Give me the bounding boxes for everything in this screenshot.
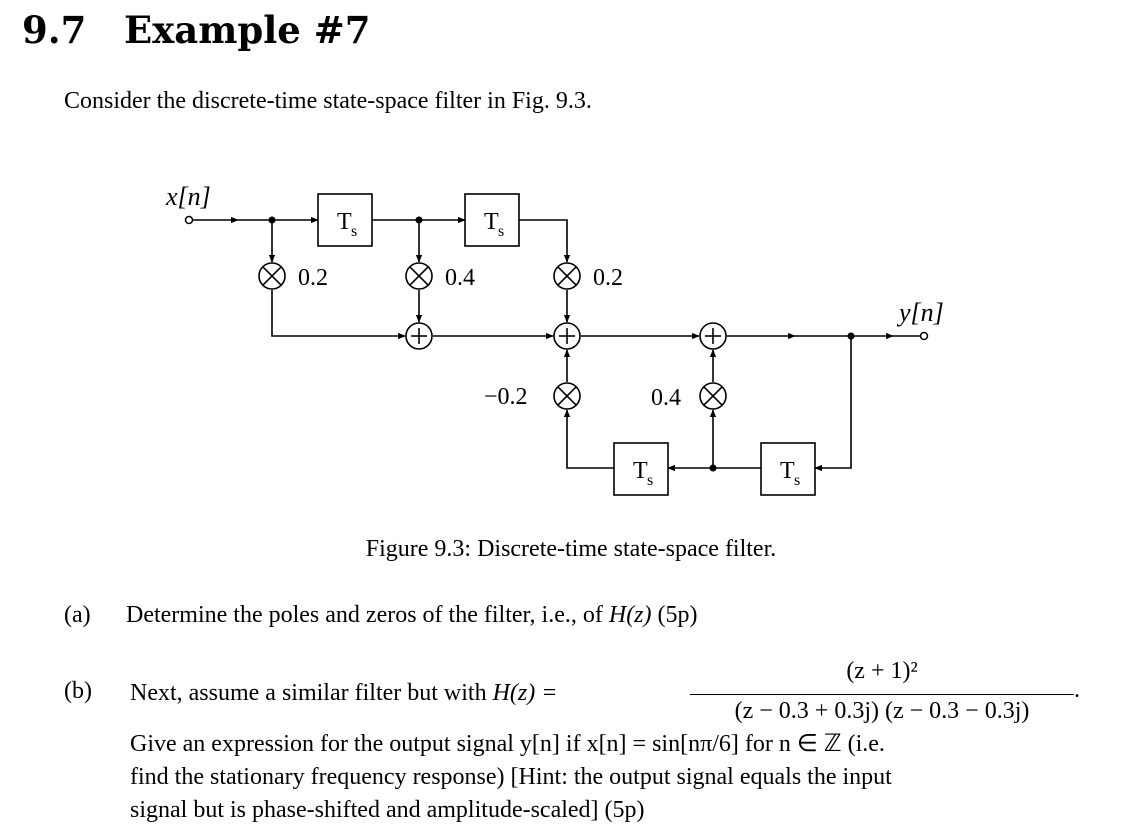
section-number: 9.7 (22, 8, 87, 52)
svg-text:s: s (351, 223, 357, 240)
delay3-out-wire (563, 409, 614, 469)
node-feedback-split (709, 464, 717, 472)
question-a-text: Determine the poles and zeros of the fil… (126, 602, 698, 628)
svg-text:T: T (484, 209, 499, 235)
adder-1 (405, 322, 433, 350)
node-input-split (268, 216, 276, 224)
delay-block-3: T s (613, 442, 669, 496)
delay-block-1: T s (317, 193, 373, 247)
delay-block-2: T s (464, 193, 520, 247)
adder-2 (553, 322, 581, 350)
output-label: y[n] (896, 298, 944, 327)
multiplier-fb2 (699, 382, 727, 410)
question-b-line3: find the stationary frequency response) … (130, 764, 892, 790)
gain-ff2-label: 0.2 (593, 265, 623, 291)
question-b-line1: Next, assume a similar filter but with H… (130, 680, 558, 706)
fraction-numerator: (z + 1)² (846, 658, 918, 684)
question-b-line4: signal but is phase-shifted and amplitud… (130, 797, 645, 823)
question-b-period: . (1074, 677, 1080, 703)
question-b: (b) Next, assume a similar filter but wi… (0, 658, 1142, 840)
svg-text:s: s (498, 223, 504, 240)
gain-fb1-label: −0.2 (484, 384, 528, 410)
gain-fb2-label: 0.4 (651, 385, 681, 411)
svg-text:s: s (794, 472, 800, 489)
transfer-function-fraction: (z + 1)² (z − 0.3 + 0.3j) (z − 0.3 − 0.3… (690, 658, 1074, 730)
block-diagram: T s T s T s T s 0.2 0.4 0.2 −0.2 0.4 x[n… (165, 182, 944, 496)
output-terminal (919, 331, 929, 341)
multiplier-ff0 (258, 262, 286, 290)
svg-text:T: T (633, 458, 648, 484)
intro-text: Consider the discrete-time state-space f… (64, 88, 592, 114)
question-b-hz: H(z) = (492, 680, 558, 706)
svg-text:T: T (337, 209, 352, 235)
question-b-label: (b) (64, 678, 92, 704)
figure-caption: Figure 9.3: Discrete-time state-space fi… (365, 536, 777, 562)
fraction-denominator: (z − 0.3 + 0.3j) (z − 0.3 − 0.3j) (734, 698, 1030, 724)
svg-text:s: s (647, 472, 653, 489)
question-a-math: H(z) (608, 602, 652, 628)
input-label: x[n] (165, 182, 211, 211)
feedback-wire (814, 336, 852, 472)
input-terminal (184, 215, 194, 225)
question-b-line2: Give an expression for the output signal… (130, 731, 885, 757)
delay2-out-wire (519, 219, 571, 263)
adder-3 (699, 322, 727, 350)
multiplier-ff2 (553, 262, 581, 290)
section-heading: 9.7 Example #7 (22, 8, 370, 52)
multiplier-ff1 (405, 262, 433, 290)
multiplier-fb1 (553, 382, 581, 410)
gain-ff1-label: 0.4 (445, 265, 475, 291)
delay-block-4: T s (760, 442, 816, 496)
question-a-label: (a) (64, 602, 91, 628)
node-delay1-split (415, 216, 423, 224)
gain-ff0-label: 0.2 (298, 265, 328, 291)
mult0-out-wire (271, 290, 406, 340)
section-title: Example #7 (124, 8, 371, 52)
node-output-split (847, 332, 855, 340)
svg-text:T: T (780, 458, 795, 484)
